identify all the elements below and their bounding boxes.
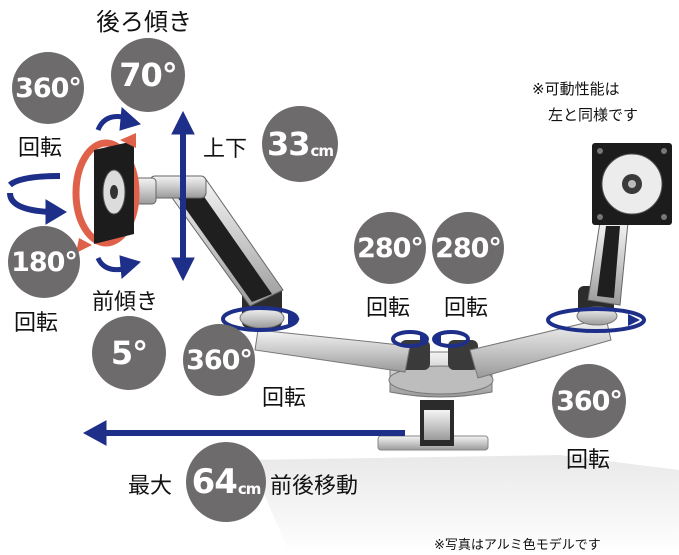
left-arm-base-label: 回転	[262, 386, 307, 411]
clamp-pole	[424, 410, 450, 440]
center-right-joint-badge: 280°	[432, 212, 504, 284]
left-lower-arm	[254, 329, 411, 373]
right-monitor-note-line2: 左と同様です	[548, 106, 639, 124]
reach-prefix: 最大	[128, 474, 173, 499]
footer-note: ※写真はアルミ色モデルです	[434, 538, 601, 553]
right-arm-base-label: 回転	[566, 448, 611, 473]
rotation-label-2: 回転	[14, 311, 59, 336]
height-label: 上下	[203, 137, 248, 162]
rotation-360-badge: 360°	[12, 52, 84, 124]
left-arm-base-badge: 360°	[183, 324, 255, 396]
rotation-label: 回転	[18, 136, 63, 161]
tilt-back-label: 後ろ傾き	[96, 8, 192, 36]
tilt-back-badge: 70°	[111, 38, 185, 112]
center-left-joint-label: 回転	[366, 296, 411, 321]
tilt-forward-badge: 5°	[92, 316, 166, 390]
right-monitor-note-line1: ※可動性能は	[532, 80, 620, 98]
center-right-joint-label: 回転	[444, 296, 489, 321]
red-rotation-ring	[72, 139, 140, 247]
right-arm-base-badge: 360°	[552, 364, 626, 438]
tilt-forward-label: 前傾き	[92, 290, 159, 315]
center-left-joint-badge: 280°	[354, 212, 426, 284]
rotation-180-badge: 180°	[8, 226, 80, 298]
reach-suffix: 前後移動	[270, 474, 359, 499]
desk-surface	[250, 455, 679, 555]
motion-arrows	[7, 106, 405, 446]
